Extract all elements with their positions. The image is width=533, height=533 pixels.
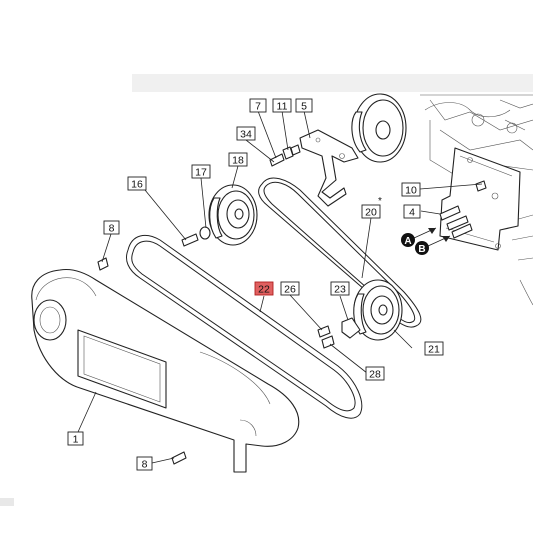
callout-5: 5 xyxy=(295,98,313,113)
left-edge-mark xyxy=(0,498,14,506)
header-band xyxy=(132,74,533,92)
cover-bolt-top xyxy=(97,257,109,271)
callout-10-label: 10 xyxy=(405,185,417,197)
cover-bolt-bottom xyxy=(171,451,187,465)
belt-cover xyxy=(31,268,300,473)
callout-1: 1 xyxy=(67,431,84,446)
callout-22: 22 xyxy=(254,281,274,296)
callout-8-bottom: 8 xyxy=(136,456,153,471)
key-plate xyxy=(341,317,361,339)
drive-belt-main xyxy=(126,234,363,419)
drive-belt-small xyxy=(258,177,422,328)
callout-10: 10 xyxy=(401,182,421,197)
marker-b: B xyxy=(415,235,451,255)
callout-7: 7 xyxy=(249,98,267,113)
pulley-bolt xyxy=(181,233,199,247)
callout-34-label: 34 xyxy=(240,129,252,141)
lower-pulley xyxy=(353,279,403,341)
callout-26-label: 26 xyxy=(284,284,296,296)
callout-8-top-label: 8 xyxy=(109,223,115,235)
callout-8-top: 8 xyxy=(103,220,120,235)
engine-pulley xyxy=(351,93,407,163)
callout-11-label: 11 xyxy=(277,101,288,113)
marker-a: A xyxy=(401,227,437,247)
callout-18-label: 18 xyxy=(232,155,244,167)
callout-1-label: 1 xyxy=(73,434,79,446)
callout-20: 20 xyxy=(361,204,381,219)
callout-4: 4 xyxy=(403,204,421,219)
callout-11: 11 xyxy=(272,98,292,113)
callout-8-bottom-label: 8 xyxy=(142,459,148,471)
callout-28-label: 28 xyxy=(369,369,381,381)
callout-21-label: 21 xyxy=(428,344,440,356)
callout-20-label: 20 xyxy=(365,207,377,219)
callout-28: 28 xyxy=(365,366,385,381)
mounting-bracket xyxy=(439,147,521,251)
bracket-bolts xyxy=(439,180,487,239)
callout-34: 34 xyxy=(236,126,256,141)
callout-23-label: 23 xyxy=(334,284,346,296)
screw-26 xyxy=(317,325,331,338)
callout-21: 21 xyxy=(424,341,444,356)
marker-a-label: A xyxy=(404,236,411,247)
callout-16-label: 16 xyxy=(131,179,143,191)
callout-22-label: 22 xyxy=(258,284,270,296)
callout-16: 16 xyxy=(127,176,147,191)
callout-17: 17 xyxy=(191,164,211,179)
pivot-bolt xyxy=(269,144,301,167)
idler-pulley xyxy=(208,184,258,246)
callout-4-label: 4 xyxy=(409,207,415,219)
callout-23: 23 xyxy=(330,281,350,296)
tension-arm xyxy=(299,129,359,207)
callout-18: 18 xyxy=(228,152,248,167)
callout-7-label: 7 xyxy=(255,101,261,113)
washer xyxy=(199,226,211,240)
marker-b-label: B xyxy=(418,244,425,255)
callout-17-label: 17 xyxy=(195,167,207,179)
callout-20-star: * xyxy=(378,196,382,207)
callout-26: 26 xyxy=(280,281,300,296)
leader-lines xyxy=(77,110,483,464)
callout-5-label: 5 xyxy=(301,101,307,113)
